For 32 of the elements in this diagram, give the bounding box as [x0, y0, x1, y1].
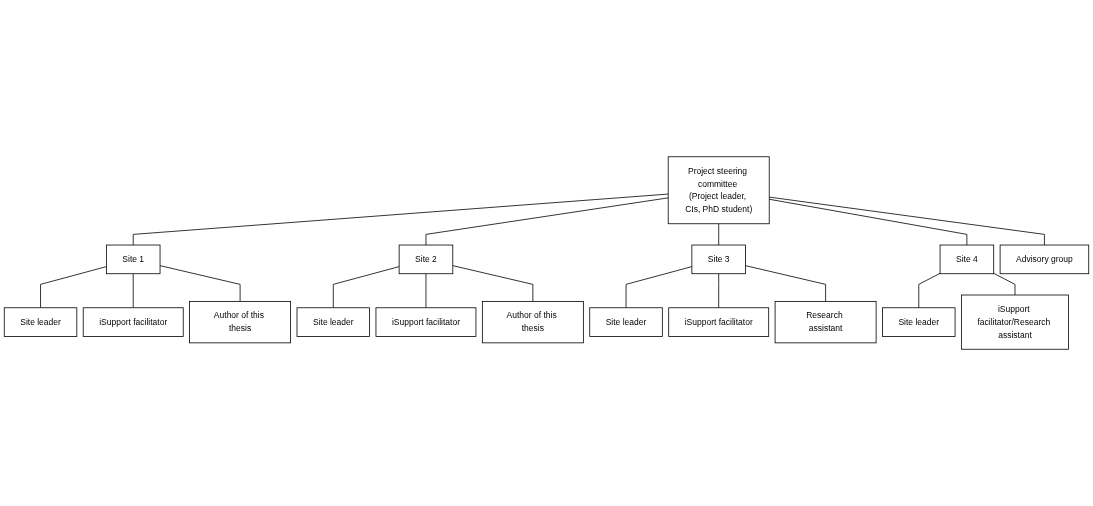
connector	[768, 198, 968, 246]
connector	[40, 266, 107, 309]
node-box: Site 3	[691, 244, 746, 275]
connector	[768, 196, 1045, 246]
node-box: Project steering committee (Project leader, CIs, PhD student)	[667, 156, 770, 225]
connector	[718, 223, 720, 246]
node-box: Site leader	[3, 307, 78, 337]
node-box: iSupport facilitator/Research assistant	[961, 294, 1069, 350]
connector	[425, 197, 669, 246]
connector	[625, 266, 693, 309]
node-box: Author of this thesis	[481, 301, 584, 344]
connector	[993, 272, 1016, 296]
node-box: Site 4	[939, 244, 995, 275]
node-box: Site leader	[589, 307, 663, 337]
node-box: Site leader	[296, 307, 370, 337]
node-box: Site leader	[882, 307, 956, 337]
connector	[745, 265, 826, 302]
node-box: Advisory group	[999, 244, 1090, 275]
connector	[132, 193, 669, 246]
node-box: iSupport facilitator	[82, 307, 184, 337]
connector	[718, 273, 720, 309]
connector	[332, 266, 400, 309]
node-box: iSupport facilitator	[375, 307, 477, 337]
node-box: Site 1	[105, 244, 161, 275]
node-box: iSupport facilitator	[668, 307, 770, 337]
node-box: Author of this thesis	[189, 301, 291, 344]
node-box: Site 2	[398, 244, 454, 275]
node-box: Research assistant	[774, 301, 877, 344]
connector	[159, 265, 241, 302]
connector	[452, 265, 534, 302]
connector	[425, 273, 427, 309]
connector	[132, 273, 134, 309]
